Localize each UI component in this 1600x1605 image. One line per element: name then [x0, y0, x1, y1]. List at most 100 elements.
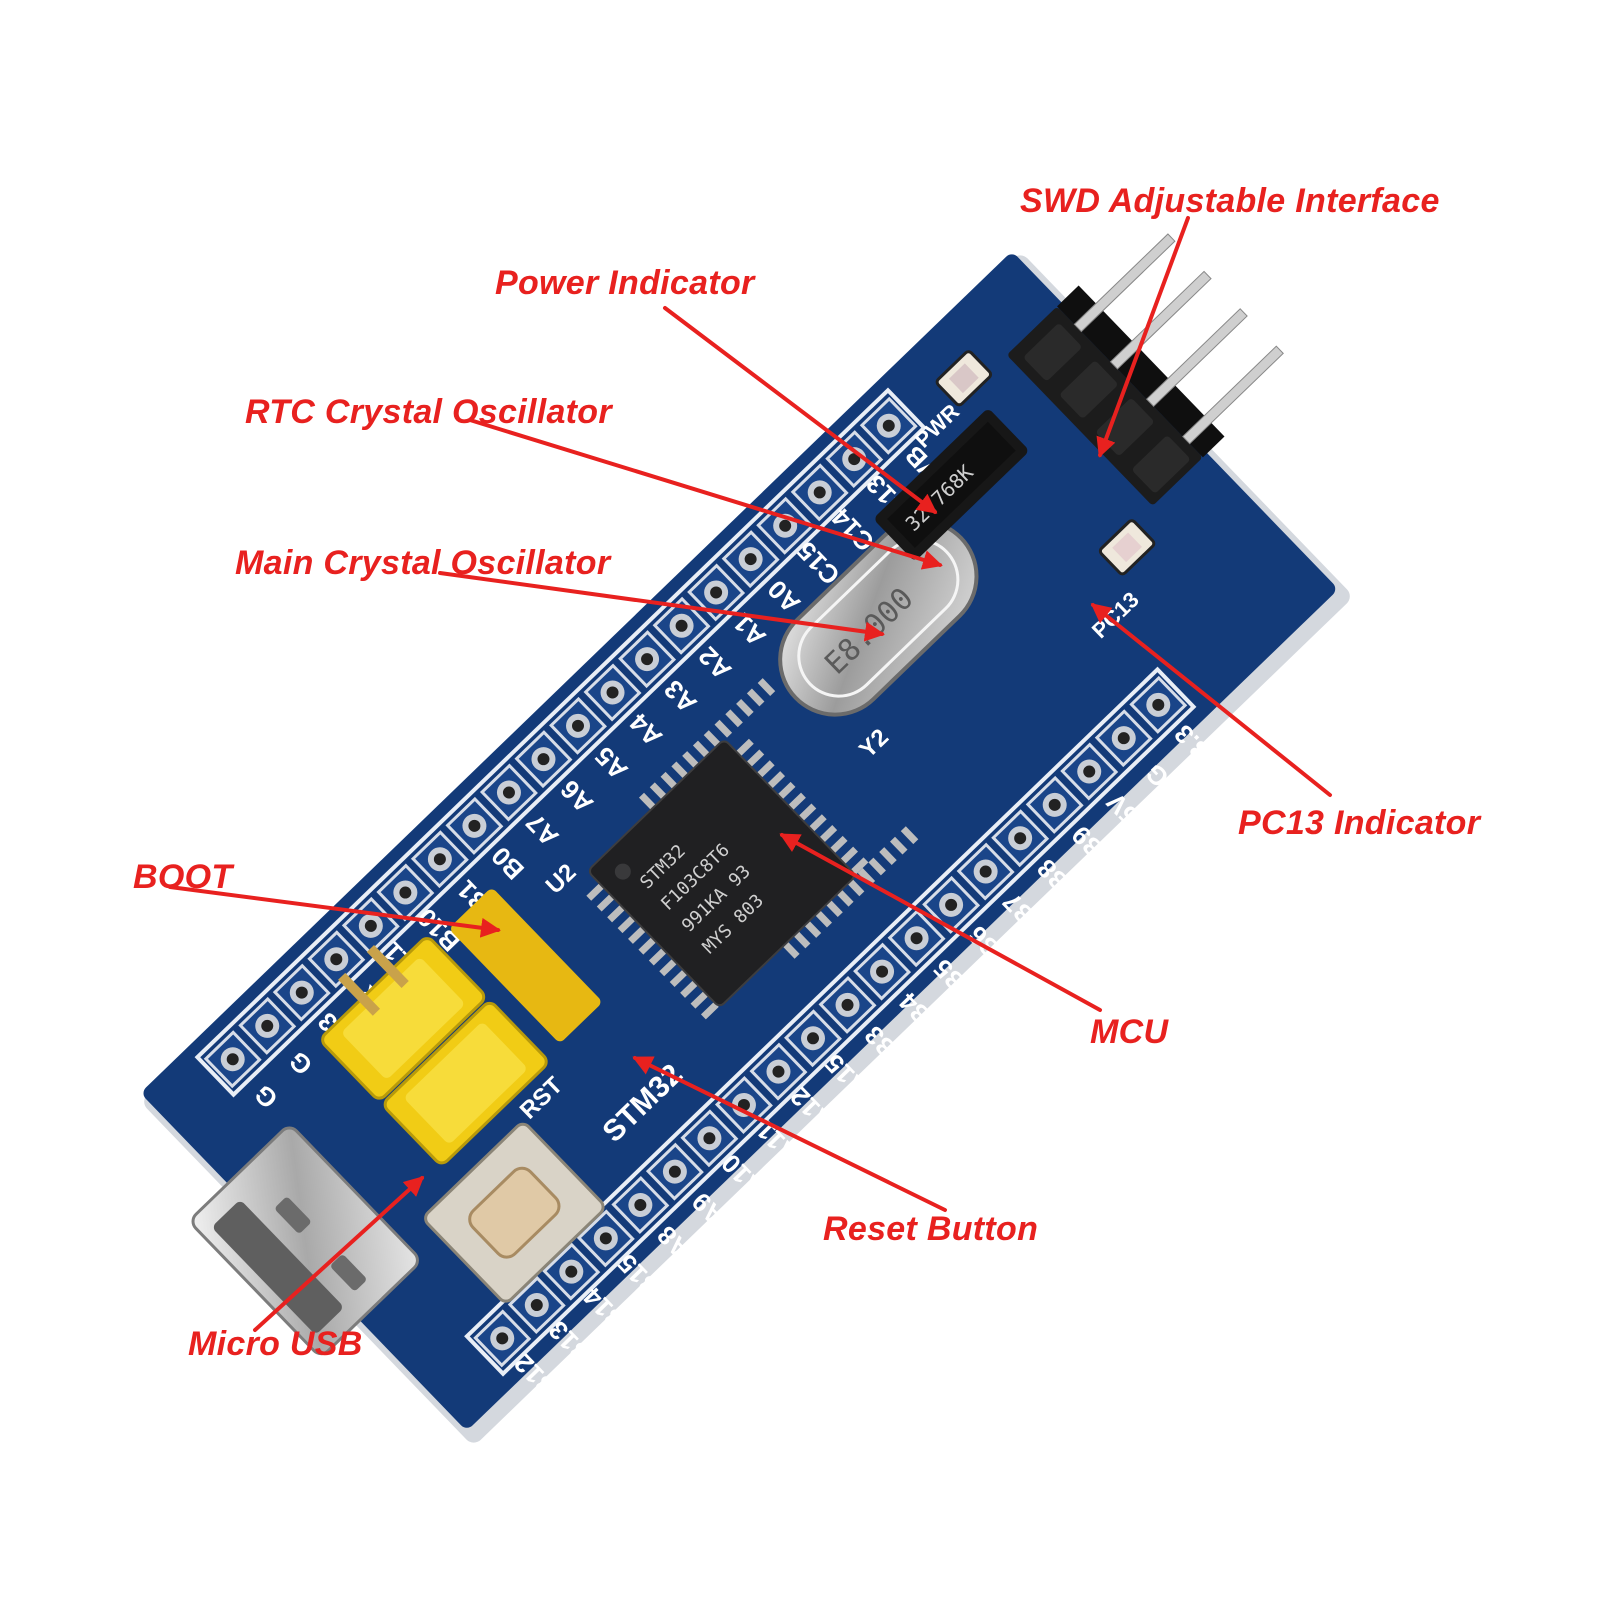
pin-pad	[445, 796, 504, 855]
mcu-pin	[690, 991, 709, 1009]
mcu-pin	[648, 947, 667, 966]
mcu-pin	[682, 751, 700, 769]
callout-mcu: MCU	[1090, 1013, 1169, 1051]
pin-pad	[818, 975, 877, 1034]
pin-pad	[307, 930, 366, 989]
mcu-pin	[596, 893, 615, 912]
pin-pad	[784, 1009, 842, 1068]
pin-pad	[618, 630, 677, 689]
left-header-outline	[194, 387, 927, 1098]
rtc-arrow	[468, 418, 943, 570]
mcu-pin	[586, 883, 605, 901]
pin-pad	[410, 830, 469, 889]
swd-arrow	[1096, 216, 1190, 458]
mcu-pin	[757, 678, 776, 696]
mcu-pin	[857, 867, 876, 886]
pin-pad	[611, 1176, 670, 1234]
mcu-pin	[607, 904, 626, 923]
swd-pin-housing	[1024, 324, 1081, 381]
pin-pad	[991, 809, 1050, 868]
pin-pad	[473, 1309, 532, 1368]
mcu-pin	[814, 909, 832, 928]
mcu-pin	[714, 719, 733, 738]
boot-arrow	[168, 885, 501, 938]
swd-pin-housing	[1132, 436, 1190, 493]
main-crystal-arrow	[438, 571, 885, 642]
mcu-pin	[617, 915, 636, 934]
mcu-pin	[703, 730, 722, 749]
mcu-pin	[659, 958, 678, 977]
pin-pad	[790, 463, 849, 522]
mcu-pin	[680, 980, 698, 998]
mcu-pin	[638, 937, 657, 955]
pin-pad	[272, 963, 331, 1022]
mcu-pin	[746, 749, 765, 768]
mcu-pin	[746, 688, 765, 707]
mcu-pins	[586, 678, 919, 1020]
pin-pad	[583, 663, 642, 722]
callout-arrows	[168, 216, 1332, 1332]
pc13-arrow	[1090, 603, 1332, 797]
mcu-pin	[692, 740, 711, 759]
pin-pad	[680, 1109, 739, 1168]
reset-arrow	[632, 1056, 947, 1212]
pin-pad	[203, 1030, 262, 1089]
mcu-pin	[803, 920, 822, 938]
mcu-pin	[638, 792, 657, 811]
mcu-pin	[868, 857, 886, 876]
pin-pad	[956, 842, 1015, 901]
mcu-pin	[782, 940, 800, 959]
pin-pad	[549, 696, 607, 755]
mcu-pin	[671, 761, 689, 780]
callout-rtc-crystal: RTC Crystal Oscillator	[245, 393, 612, 431]
swd-pin	[1073, 233, 1176, 333]
power-arrow	[663, 306, 938, 514]
callout-reset-button: Reset Button	[823, 1210, 1039, 1248]
callout-main-crystal: Main Crystal Oscillator	[235, 544, 611, 582]
mcu-pin	[846, 878, 865, 897]
pin-pad	[1025, 775, 1084, 834]
pin-pad	[853, 942, 912, 1001]
callout-power-indicator: Power Indicator	[495, 264, 755, 302]
right-pin-pads	[473, 675, 1188, 1368]
pin-pad	[576, 1209, 635, 1268]
mcu-pin	[879, 847, 897, 865]
mcu-pin	[788, 792, 806, 811]
pin-pad	[238, 996, 297, 1055]
pin-pad	[376, 863, 435, 922]
reset-button-body: RST	[424, 1072, 605, 1303]
callout-pc13-indicator: PC13 Indicator	[1238, 804, 1481, 842]
mcu-pin	[756, 760, 775, 778]
pin-pad	[687, 563, 746, 622]
callout-boot: BOOT	[133, 858, 233, 896]
callout-micro-usb: Micro USB	[188, 1325, 363, 1363]
pin-pad	[542, 1242, 601, 1301]
swd-pin	[1182, 345, 1284, 445]
mcu-pin	[736, 698, 754, 717]
mcu-pin	[700, 1001, 719, 1020]
mcu-pin	[825, 899, 843, 918]
mcu-pin	[836, 888, 854, 907]
mcu-pin	[767, 771, 786, 789]
pcb-board: GG3.3RB11B10B1B0A7A6A5A4A3A2A1A0C15C14C1…	[143, 233, 1350, 1443]
callout-swd-interface: SWD Adjustable Interface	[1020, 182, 1440, 220]
mcu-pin	[819, 825, 838, 843]
mcu-pin	[669, 969, 688, 988]
mcu-pin	[628, 926, 646, 944]
pin-pad	[645, 1142, 704, 1201]
mcu-arrow	[779, 833, 1102, 1012]
pin-pad	[749, 1042, 808, 1101]
pin-pad	[514, 730, 573, 789]
mcu-pin	[829, 835, 848, 854]
mcu-pin	[660, 771, 679, 790]
boot-jumpers	[321, 889, 601, 1165]
mcu-pin	[777, 781, 796, 800]
mcu-chip: STM32 F103C8T6 991KA 93 MYS 803 U2	[541, 678, 919, 1020]
pin-pad	[887, 909, 946, 968]
pin-pad	[1129, 675, 1188, 734]
pin-pad	[479, 763, 538, 822]
mcu-pin	[735, 738, 754, 757]
pin-pad	[922, 875, 981, 934]
mcu-pin	[725, 709, 743, 728]
